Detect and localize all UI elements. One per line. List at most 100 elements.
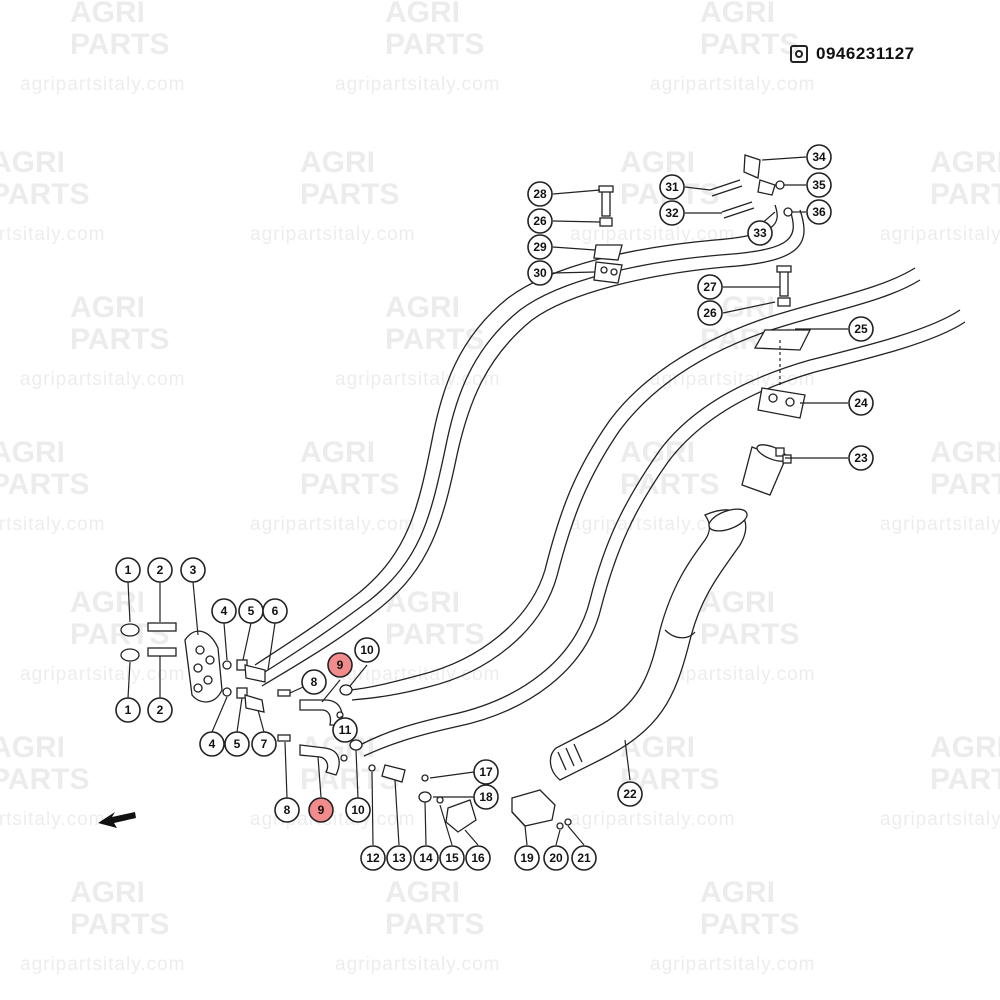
svg-text:agripartsitaly.com: agripartsitaly.com [20,369,185,390]
svg-text:agripartsitaly.com: agripartsitaly.com [20,664,185,685]
svg-text:agripartsitaly.com: agripartsitaly.com [335,74,500,95]
callout-circle [180,557,206,583]
svg-text:AGRI: AGRI [385,291,460,324]
callout-circle [848,316,874,342]
callout-15: 15 [439,845,465,871]
pipe-mid-a [349,267,916,691]
callout-4: 4 [211,598,237,624]
callout-number: 33 [753,226,767,240]
callout-number: 17 [479,765,493,779]
callout-16: 16 [465,845,491,871]
svg-text:PARTS: PARTS [70,28,169,61]
callout-number: 32 [665,206,679,220]
svg-text:AGRI: AGRI [930,436,1000,469]
callout-circle [354,637,380,663]
callout-number: 29 [533,240,547,254]
callout-circle [473,784,499,810]
callout-1: 1 [115,697,141,723]
pipe-mid-b [351,279,921,701]
pipe-low-b [363,321,966,757]
callout-number: 4 [221,604,228,618]
callout-circle [327,652,353,678]
svg-text:AGRI: AGRI [70,586,145,619]
callout-circle [115,697,141,723]
callout-10: 10 [345,797,371,823]
svg-text:PARTS: PARTS [70,908,169,941]
callout-34: 34 [806,144,832,170]
callout-circle [360,845,386,871]
svg-text:PARTS: PARTS [300,178,399,211]
svg-text:PARTS: PARTS [385,908,484,941]
callout-circle [697,300,723,326]
svg-text:agripartsitaly.com: agripartsitaly.com [880,224,1000,245]
callout-14: 14 [413,845,439,871]
callout-number: 2 [157,563,164,577]
callout-number: 8 [311,675,318,689]
svg-text:AGRI: AGRI [930,731,1000,764]
callout-10: 10 [354,637,380,663]
svg-text:AGRI: AGRI [930,146,1000,179]
callout-number: 30 [533,266,547,280]
svg-text:agripartsitaly.com: agripartsitaly.com [650,954,815,975]
svg-text:PARTS: PARTS [385,28,484,61]
callout-circle [211,598,237,624]
callout-number: 7 [261,737,268,751]
callout-26: 26 [527,208,553,234]
callout-9: 9 [327,652,353,678]
callout-number: 1 [125,563,132,577]
callout-circle [571,845,597,871]
callout-23: 23 [848,445,874,471]
callout-circle [806,199,832,225]
callout-number: 13 [392,851,406,865]
callout-4: 4 [199,731,225,757]
svg-text:PARTS: PARTS [0,468,89,501]
callout-7: 7 [251,731,277,757]
callout-number: 19 [520,851,534,865]
clamp-24-25 [753,329,812,419]
svg-text:AGRI: AGRI [0,436,65,469]
callout-21: 21 [571,845,597,871]
callout-12: 12 [360,845,386,871]
svg-text:agripartsitaly.com: agripartsitaly.com [570,809,735,830]
callout-13: 13 [386,845,412,871]
callout-circle [848,390,874,416]
callout-circle [224,731,250,757]
svg-text:agripartsitaly.com: agripartsitaly.com [650,664,815,685]
callout-circle [332,717,358,743]
callout-29: 29 [527,234,553,260]
callout-circle [617,781,643,807]
svg-text:PARTS: PARTS [700,618,799,651]
callout-5: 5 [238,598,264,624]
part-number-text: 0946231127 [816,44,915,63]
svg-text:agripartsitaly.com: agripartsitaly.com [0,514,105,535]
callout-number: 28 [533,187,547,201]
callout-number: 2 [157,703,164,717]
svg-text:AGRI: AGRI [300,146,375,179]
manifold-block-3 [120,622,223,703]
callout-circle [262,598,288,624]
callout-circle [115,557,141,583]
callout-number: 5 [248,604,255,618]
callout-number: 34 [812,150,826,164]
svg-text:PARTS: PARTS [930,178,1000,211]
callout-circle [386,845,412,871]
callout-26: 26 [697,300,723,326]
clamp-29-30 [593,244,623,284]
callout-number: 11 [339,723,352,737]
svg-text:AGRI: AGRI [385,876,460,909]
callout-24: 24 [848,390,874,416]
callout-35: 35 [806,172,832,198]
callout-circle [543,845,569,871]
callout-25: 25 [848,316,874,342]
svg-text:agripartsitaly.com: agripartsitaly.com [20,74,185,95]
callout-circle [659,200,685,226]
callout-22: 22 [617,781,643,807]
callout-number: 22 [623,787,637,801]
